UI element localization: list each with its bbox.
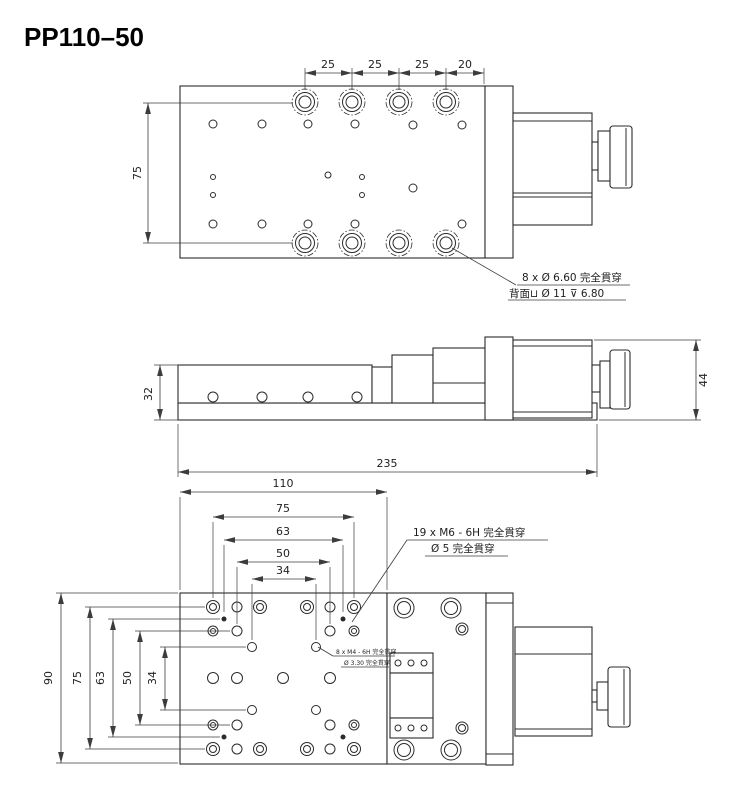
dim-bottom-v34: 34 — [146, 671, 159, 685]
bottom-view-callout-m6: 19 x M6 - 6H 完全貫穿 Ø 5 完全貫穿 — [351, 526, 548, 623]
callout-m4-line1: 8 x M4 - 6H 完全貫穿 — [336, 648, 396, 656]
dim-top-25-1: 25 — [321, 58, 335, 71]
top-view-dim-chain: 25 25 25 20 — [304, 58, 485, 90]
bottom-view-carriage-holes — [206, 600, 361, 756]
side-view-carriage — [177, 364, 373, 404]
callout-m4-line2: Ø 3.30 完全貫穿 — [344, 659, 390, 667]
bottom-view-callout-m4: 8 x M4 - 6H 完全貫穿 Ø 3.30 完全貫穿 — [317, 646, 396, 668]
dim-bottom-v50: 50 — [121, 671, 134, 685]
top-view-end-cap — [484, 85, 514, 259]
page-title: PP110–50 — [24, 22, 144, 52]
callout-m6-line1: 19 x M6 - 6H 完全貫穿 — [413, 526, 525, 539]
top-view-dim-75: 75 — [131, 102, 293, 244]
dim-bottom-v63: 63 — [94, 671, 107, 685]
dim-top-25-2: 25 — [368, 58, 382, 71]
dim-bottom-75: 75 — [276, 502, 290, 515]
callout-m6-line2: Ø 5 完全貫穿 — [431, 542, 495, 555]
bottom-view-motor-body — [514, 626, 593, 737]
dim-top-75: 75 — [131, 166, 144, 180]
dim-bottom-34: 34 — [276, 564, 290, 577]
side-view-holes — [207, 391, 363, 403]
dim-side-44: 44 — [697, 373, 710, 387]
top-view-motor-body — [512, 112, 593, 226]
side-view-dim-44: 44 — [594, 339, 710, 421]
callout-counterbore-line1: 8 x Ø 6.60 完全貫穿 — [522, 271, 622, 284]
dim-bottom-63: 63 — [276, 525, 290, 538]
side-view-end-cap — [484, 336, 514, 421]
bottom-view-end-plate-holes — [393, 597, 469, 761]
dim-top-20: 20 — [458, 58, 472, 71]
top-view-callout-counterbore: 8 x Ø 6.60 完全貫穿 背面⊔ Ø 11 ⊽ 6.80 — [451, 247, 630, 301]
bottom-view-dims-vertical: 90 75 63 50 34 — [42, 592, 246, 764]
side-view-knob — [591, 349, 631, 410]
bottom-view-bracket — [485, 592, 514, 766]
bottom-view: 110 75 63 50 34 90 75 63 — [42, 477, 631, 766]
bottom-view-knob — [591, 666, 631, 728]
dim-bottom-v75: 75 — [71, 671, 84, 685]
dim-side-32: 32 — [142, 387, 155, 401]
dim-top-25-3: 25 — [415, 58, 429, 71]
top-view-plate — [179, 85, 486, 259]
side-view-dim-32: 32 — [142, 364, 180, 421]
callout-counterbore-line2: 背面⊔ Ø 11 ⊽ 6.80 — [509, 287, 604, 300]
dim-bottom-50: 50 — [276, 547, 290, 560]
dim-side-235: 235 — [377, 457, 398, 470]
top-view-small-holes — [208, 119, 467, 229]
side-view-motor-body — [512, 339, 593, 419]
top-view-counterbored-holes — [291, 88, 460, 257]
top-view: 25 25 25 20 75 8 x Ø 6.60 完全貫穿 背面⊔ Ø 11 … — [131, 58, 633, 301]
bottom-view-mount-blocks — [389, 652, 434, 739]
side-view: 32 44 235 — [142, 336, 710, 477]
side-view-dim-235: 235 — [177, 424, 598, 477]
bottom-view-dims-horizontal: 110 75 63 50 34 — [179, 477, 388, 640]
dim-bottom-110: 110 — [273, 477, 294, 490]
dim-bottom-v90: 90 — [42, 671, 55, 685]
top-view-knob — [591, 125, 633, 189]
